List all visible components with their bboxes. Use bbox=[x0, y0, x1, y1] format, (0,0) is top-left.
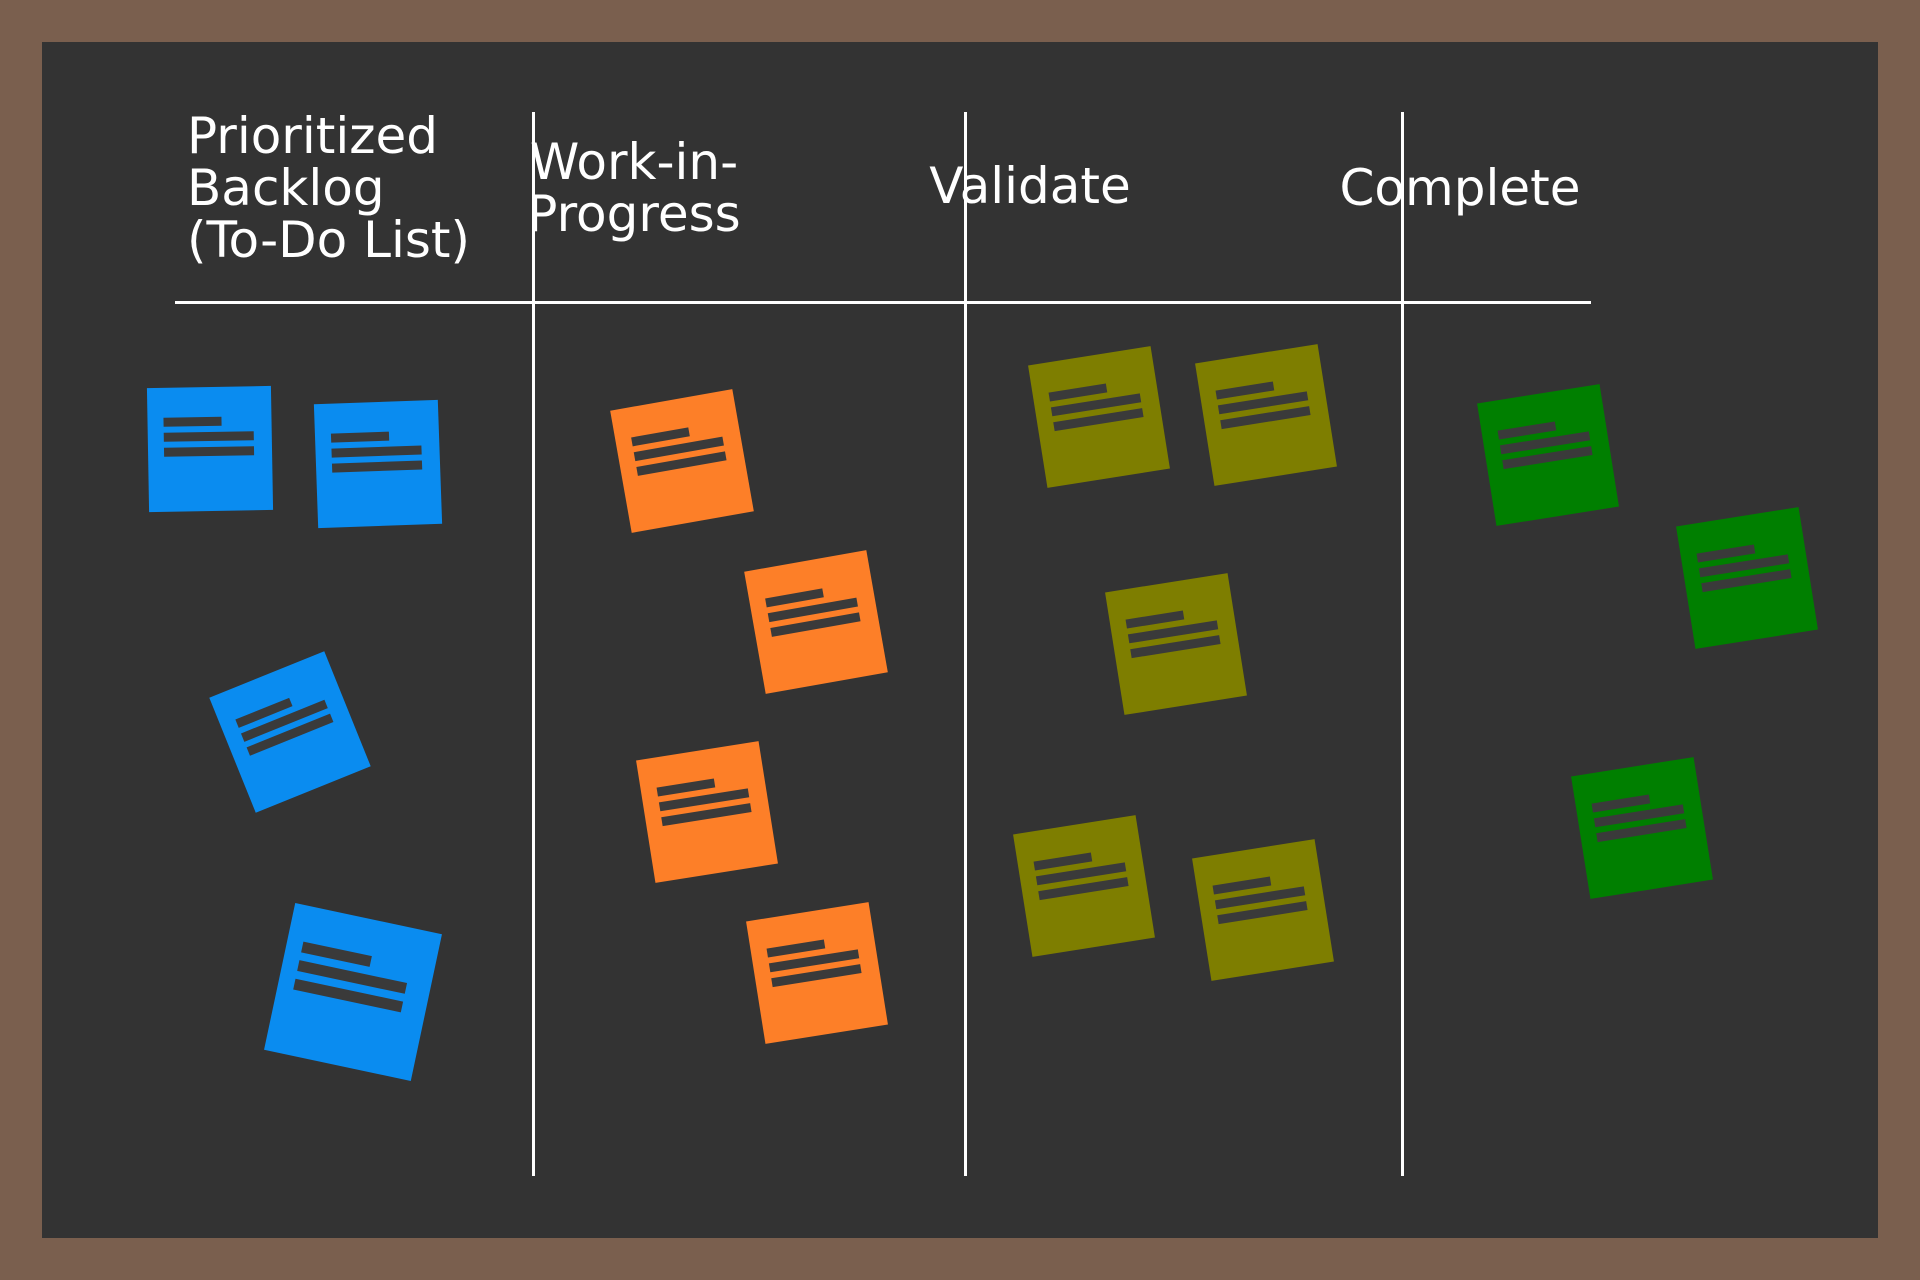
sticky-note-backlog[interactable] bbox=[313, 399, 443, 529]
column-header-validate: Validate bbox=[929, 157, 1131, 215]
column-divider-1 bbox=[532, 112, 535, 1176]
sticky-note-backlog[interactable] bbox=[146, 385, 274, 513]
sticky-note-backlog[interactable] bbox=[209, 651, 371, 813]
note-text-bar bbox=[163, 416, 222, 427]
sticky-note-complete[interactable] bbox=[1676, 507, 1818, 649]
column-header-backlog: Prioritized Backlog (To-Do List) bbox=[187, 107, 471, 269]
kanban-board: Prioritized Backlog (To-Do List) Work-in… bbox=[42, 42, 1878, 1238]
sticky-note-validate[interactable] bbox=[1013, 815, 1155, 957]
column-header-complete: Complete bbox=[1339, 159, 1581, 217]
note-text-bar bbox=[331, 460, 423, 473]
sticky-note-wip[interactable] bbox=[744, 550, 888, 694]
sticky-note-backlog[interactable] bbox=[264, 903, 442, 1081]
header-divider bbox=[175, 301, 1591, 304]
note-text-bar bbox=[330, 431, 390, 443]
sticky-note-validate[interactable] bbox=[1195, 344, 1337, 486]
sticky-note-validate[interactable] bbox=[1105, 573, 1247, 715]
sticky-note-complete[interactable] bbox=[1571, 757, 1713, 899]
note-text-bar bbox=[163, 431, 254, 442]
column-divider-2 bbox=[964, 112, 967, 1176]
sticky-note-validate[interactable] bbox=[1192, 839, 1334, 981]
sticky-note-complete[interactable] bbox=[1477, 384, 1619, 526]
column-header-wip: Work-in- Progress bbox=[527, 133, 741, 243]
column-divider-3 bbox=[1401, 112, 1404, 1176]
sticky-note-validate[interactable] bbox=[1028, 346, 1170, 488]
sticky-note-wip[interactable] bbox=[610, 389, 754, 533]
sticky-note-wip[interactable] bbox=[746, 902, 888, 1044]
sticky-note-wip[interactable] bbox=[636, 741, 778, 883]
note-text-bar bbox=[163, 446, 255, 457]
note-text-bar bbox=[331, 445, 422, 458]
